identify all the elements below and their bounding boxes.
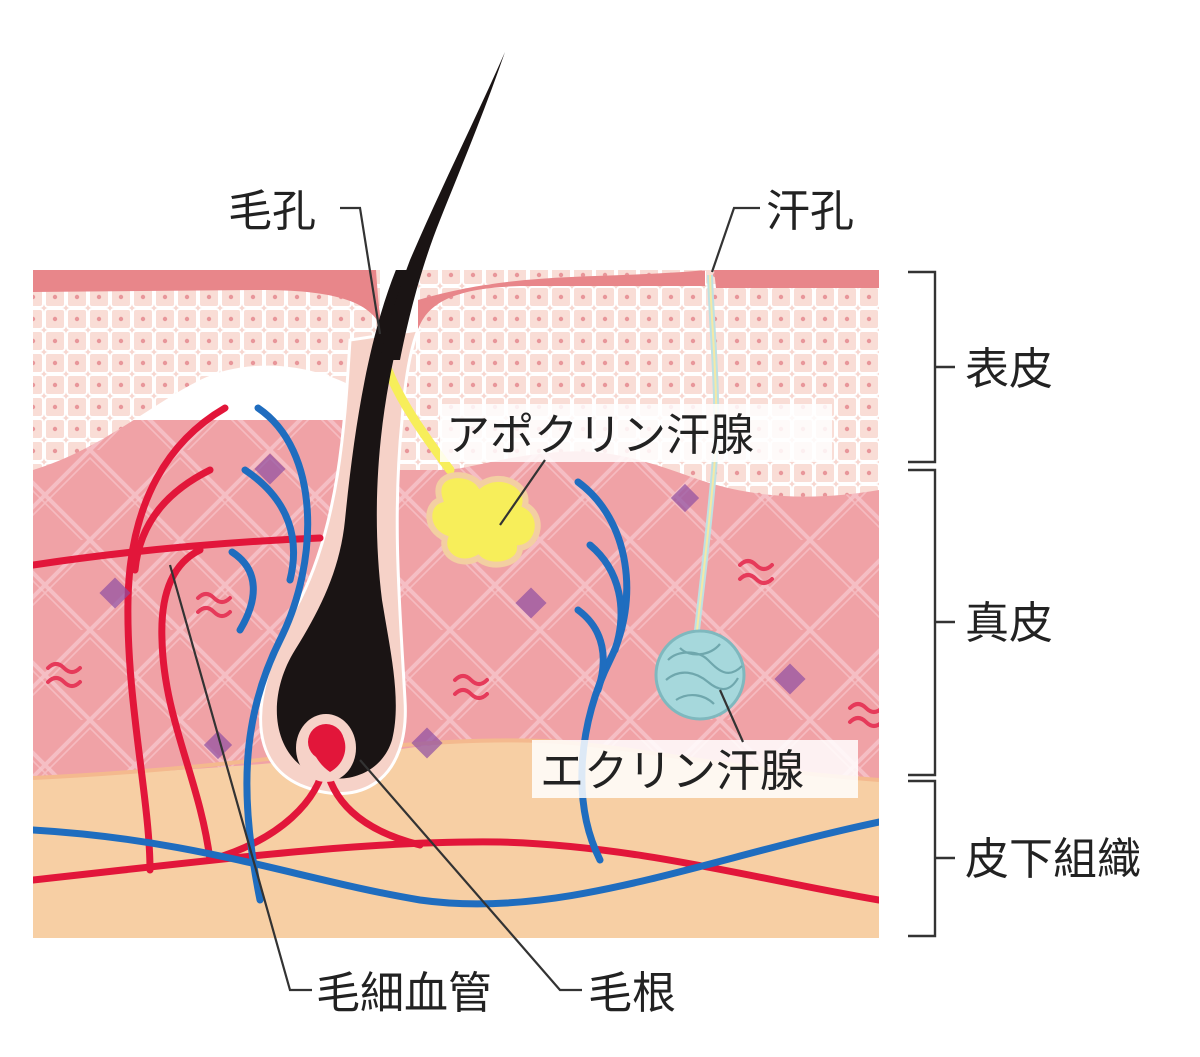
sweat-pore-label: 汗孔 [766, 186, 854, 237]
subcutaneous-bracket [908, 779, 955, 938]
apocrine-gland-label: アポクリン汗腺 [446, 410, 754, 461]
skin-layers [33, 270, 879, 938]
hair-shaft [276, 270, 418, 779]
sweat-pore-leader-line [710, 206, 760, 273]
eccrine-label-bg [532, 740, 858, 798]
subcutaneous-label: 皮下組織 [965, 834, 1141, 885]
apocrine-gland-body [426, 472, 541, 568]
capillary-label: 毛細血管 [316, 968, 492, 1019]
eccrine-leader-line [718, 689, 745, 743]
epidermis-surface [33, 270, 879, 330]
apocrine-leader-line [499, 459, 546, 526]
eccrine-gland-coil [654, 629, 746, 721]
dermal-fibroblasts [46, 559, 879, 728]
epidermis-bracket [908, 270, 955, 464]
vein-vessels [33, 404, 879, 908]
apocrine-label-bg [440, 404, 832, 462]
hair-tip [380, 52, 505, 360]
hair-root-leader-line [359, 759, 582, 992]
artery-vessels [33, 404, 879, 904]
eccrine-gland-label: エクリン汗腺 [540, 746, 804, 797]
pore-leader-line [340, 206, 382, 335]
capillary-leader-line [168, 564, 312, 992]
epidermis-label: 表皮 [965, 344, 1053, 395]
dermis-label: 真皮 [965, 598, 1053, 649]
pore-label: 毛孔 [228, 186, 316, 237]
dermis-bracket [908, 468, 955, 777]
hair-root-label: 毛根 [588, 968, 676, 1019]
